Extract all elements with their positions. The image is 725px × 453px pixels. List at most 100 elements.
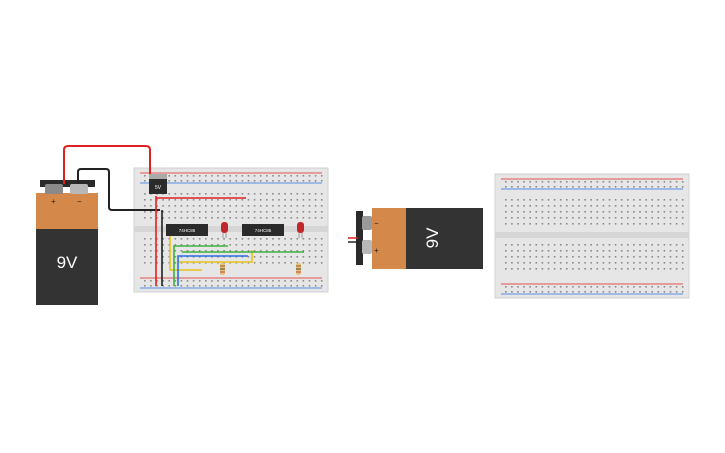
breadboard-hole <box>144 211 146 213</box>
battery-vertical[interactable]: + − 9V <box>36 180 98 305</box>
breadboard-hole <box>320 180 323 182</box>
breadboard-hole <box>675 217 678 219</box>
breadboard-hole <box>241 217 244 219</box>
breadboard-hole <box>614 268 617 270</box>
breadboard-hole <box>302 217 305 219</box>
breadboard-hole <box>608 199 611 201</box>
wire-yellow-2[interactable] <box>178 250 253 263</box>
breadboard-hole <box>614 211 617 213</box>
breadboard-hole <box>535 286 538 288</box>
breadboard-hole <box>669 262 672 264</box>
breadboard-hole <box>590 223 592 225</box>
led-red-1[interactable] <box>221 222 228 238</box>
breadboard-hole <box>566 186 568 188</box>
breadboard-hole <box>675 205 678 207</box>
breadboard-center-channel <box>495 232 689 238</box>
breadboard-hole <box>529 211 531 213</box>
chip-74hc86[interactable]: 74HC86 <box>166 224 208 236</box>
breadboard-hole <box>614 205 617 207</box>
wire-red-battery-to-regulator[interactable] <box>63 145 151 184</box>
breadboard-hole <box>639 205 641 207</box>
breadboard-hole <box>217 193 219 195</box>
wire-black-battery-to-breadboard[interactable] <box>77 168 160 211</box>
breadboard-hole <box>578 186 580 188</box>
breadboard-hole <box>639 268 641 270</box>
breadboard-hole <box>578 211 580 213</box>
breadboard-hole <box>639 186 641 188</box>
breadboard-hole <box>663 199 666 201</box>
breadboard-hole <box>296 205 299 207</box>
breadboard-hole <box>186 217 189 219</box>
breadboard-hole <box>266 285 268 287</box>
breadboard-hole <box>205 205 207 207</box>
breadboard-hole <box>663 211 666 213</box>
breadboard-hole <box>235 238 238 240</box>
breadboard-hole <box>584 199 586 201</box>
breadboard-hole <box>235 244 238 246</box>
breadboard-hole <box>320 199 323 201</box>
breadboard-hole <box>150 280 152 282</box>
chip-74hc85[interactable]: 74HC85 <box>242 224 284 236</box>
breadboard-hole <box>639 181 641 183</box>
breadboard-hole <box>308 211 311 213</box>
breadboard-hole <box>639 250 641 252</box>
breadboard-hole <box>608 186 611 188</box>
breadboard-hole <box>198 180 201 182</box>
breadboard-hole <box>505 262 507 264</box>
breadboard-hole <box>272 285 274 287</box>
breadboard-hole <box>205 280 207 282</box>
breadboard-hole <box>639 199 641 201</box>
wire-blue-1[interactable] <box>177 255 248 286</box>
breadboard-hole <box>657 256 660 258</box>
breadboard-hole <box>278 238 280 240</box>
led-body <box>221 222 228 233</box>
breadboard-hole <box>320 175 323 177</box>
resistor-2[interactable] <box>296 263 301 275</box>
breadboard-hole <box>223 217 225 219</box>
breadboard-hole <box>663 250 666 252</box>
breadboard-hole <box>284 285 286 287</box>
battery-horizontal[interactable]: − + 9V <box>348 208 483 269</box>
breadboard-right[interactable] <box>494 173 690 299</box>
led-red-2[interactable] <box>297 222 304 238</box>
breadboard-hole <box>596 256 599 258</box>
voltage-regulator[interactable]: 5V <box>149 174 167 194</box>
wire-green-1[interactable] <box>173 245 228 286</box>
breadboard-hole <box>614 181 617 183</box>
breadboard-hole <box>290 250 292 252</box>
breadboard-hole <box>505 181 507 183</box>
breadboard-hole <box>284 250 286 252</box>
breadboard-hole <box>517 186 519 188</box>
wire-yellow-1[interactable] <box>169 232 202 271</box>
breadboard-hole <box>547 291 550 293</box>
battery-terminal-left[interactable] <box>45 184 63 194</box>
breadboard-hole <box>314 199 317 201</box>
breadboard-hole <box>259 250 262 252</box>
breadboard-hole <box>559 211 562 213</box>
breadboard-hole <box>314 244 317 246</box>
battery-voltage-label: 9V <box>57 253 78 272</box>
breadboard-hole <box>620 211 623 213</box>
resistor-1[interactable] <box>220 263 225 275</box>
breadboard-hole <box>547 268 550 270</box>
breadboard-hole <box>505 211 507 213</box>
breadboard-hole <box>505 244 507 246</box>
breadboard-hole <box>180 205 183 207</box>
breadboard-hole <box>229 205 231 207</box>
breadboard-hole <box>669 256 672 258</box>
battery-terminal-right[interactable] <box>70 184 88 194</box>
breadboard-hole <box>584 250 586 252</box>
breadboard-hole <box>505 223 507 225</box>
breadboard-hole <box>290 193 292 195</box>
breadboard-hole <box>168 211 170 213</box>
breadboard-hole <box>162 256 164 258</box>
breadboard-hole <box>614 250 617 252</box>
breadboard-hole <box>523 256 525 258</box>
battery-terminal-bottom <box>362 240 372 254</box>
breadboard-hole <box>535 217 538 219</box>
breadboard-hole <box>259 180 262 182</box>
breadboard-hole <box>290 211 292 213</box>
breadboard-hole <box>517 286 519 288</box>
breadboard-hole <box>651 211 653 213</box>
breadboard-hole <box>523 291 525 293</box>
